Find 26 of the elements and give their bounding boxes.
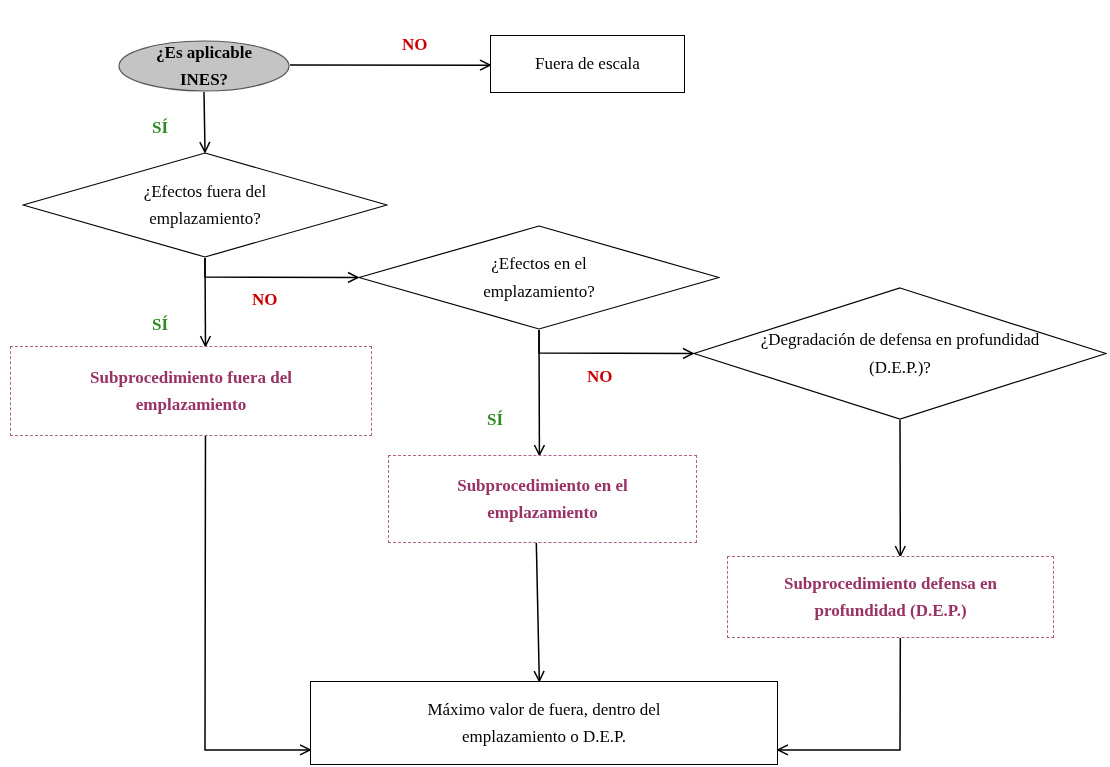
node-text: ¿Efectos en el emplazamiento? [482,253,596,303]
arrow [289,59,491,71]
decision-diamond [358,225,720,330]
arrow [533,329,546,456]
arrow [777,637,902,756]
arrow [199,91,211,153]
node-text: Máximo valor de fuera, dentro del emplazamiento o D.E.P. [426,698,662,748]
process-box [310,681,778,765]
subprocedure-box [388,455,697,543]
arrow [199,257,212,347]
subprocedure-box [10,346,372,436]
node-text: Subprocedimiento en el emplazamiento [456,474,629,524]
decision-diamond [693,287,1107,420]
start-ellipse [118,40,290,92]
node-text: ¿Degradación de defensa en profundidad (D.E.P.)? [759,329,1041,379]
node-text: Subprocedimiento fuera del emplazamiento [89,366,293,416]
arrow [894,419,907,557]
process-box [490,35,685,93]
arrow [533,542,545,682]
node-text: ¿Es aplicable INES? [155,41,253,91]
arrow [204,435,311,756]
node-text: ¿Efectos fuera del emplazamiento? [142,180,268,230]
node-text: Subprocedimiento defensa en profundidad (D.E.P.) [782,572,999,622]
decision-diamond [22,152,388,258]
subprocedure-box [727,556,1054,638]
node-text: Fuera de escala [535,53,640,76]
